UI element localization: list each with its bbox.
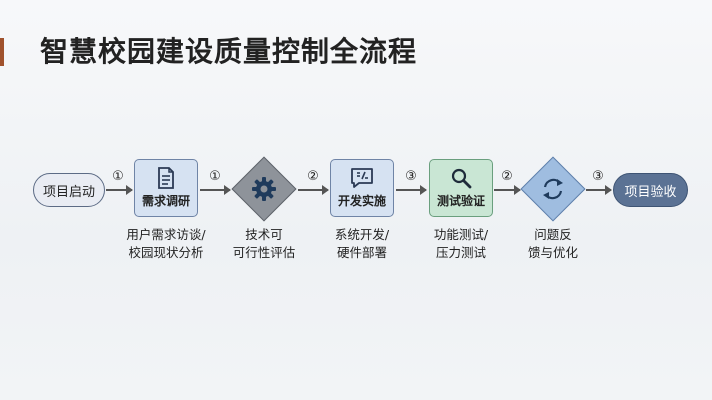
edge-arrow-5 bbox=[494, 185, 521, 195]
title-accent-bar bbox=[0, 38, 4, 66]
desc-line: 系统开发/ bbox=[334, 227, 390, 242]
refresh-icon bbox=[537, 173, 569, 205]
desc-line: 问题反 bbox=[534, 227, 572, 242]
desc-line: 校园现状分析 bbox=[128, 245, 204, 260]
node-label: 测试验证 bbox=[436, 194, 485, 208]
desc-line: 压力测试 bbox=[435, 245, 486, 260]
page-title: 智慧校园建设质量控制全流程 bbox=[40, 35, 418, 68]
node-development: 开发实施 bbox=[330, 159, 394, 217]
node-requirements: 需求调研 bbox=[134, 159, 198, 217]
edge-arrow-2 bbox=[200, 185, 231, 195]
edge-arrow-1 bbox=[106, 185, 133, 195]
search-icon bbox=[450, 167, 472, 189]
node-start: 项目启动 bbox=[33, 173, 105, 207]
code-icon bbox=[350, 167, 374, 189]
edge-label-2: ① bbox=[209, 169, 221, 184]
desc-line: 可行性评估 bbox=[232, 245, 296, 260]
desc-development: 系统开发/ 硬件部署 bbox=[314, 226, 410, 262]
desc-line: 技术可 bbox=[245, 227, 283, 242]
document-icon bbox=[156, 167, 176, 189]
edge-label-4: ③ bbox=[405, 169, 417, 184]
node-feedback bbox=[520, 156, 586, 222]
desc-testing: 功能测试/ 压力测试 bbox=[413, 226, 509, 262]
node-label: 需求调研 bbox=[141, 194, 190, 208]
desc-line: 硬件部署 bbox=[336, 245, 387, 260]
desc-feedback: 问题反 馈与优化 bbox=[506, 226, 600, 262]
gear-icon bbox=[248, 173, 280, 205]
node-label: 开发实施 bbox=[337, 194, 386, 208]
desc-line: 馈与优化 bbox=[527, 245, 578, 260]
edge-arrow-3 bbox=[298, 185, 329, 195]
desc-feasibility: 技术可 可行性评估 bbox=[218, 226, 310, 262]
node-end: 项目验收 bbox=[613, 173, 688, 207]
edge-label-5: ② bbox=[501, 169, 513, 184]
node-feasibility bbox=[231, 156, 297, 222]
desc-requirements: 用户需求访谈/ 校园现状分析 bbox=[116, 226, 216, 262]
edge-label-3: ② bbox=[307, 169, 319, 184]
desc-line: 用户需求访谈/ bbox=[126, 227, 206, 242]
edge-label-1: ① bbox=[112, 169, 124, 184]
desc-line: 功能测试/ bbox=[433, 227, 489, 242]
edge-arrow-6 bbox=[586, 185, 612, 195]
edge-arrow-4 bbox=[396, 185, 427, 195]
edge-label-6: ③ bbox=[592, 169, 604, 184]
node-testing: 测试验证 bbox=[429, 159, 493, 217]
